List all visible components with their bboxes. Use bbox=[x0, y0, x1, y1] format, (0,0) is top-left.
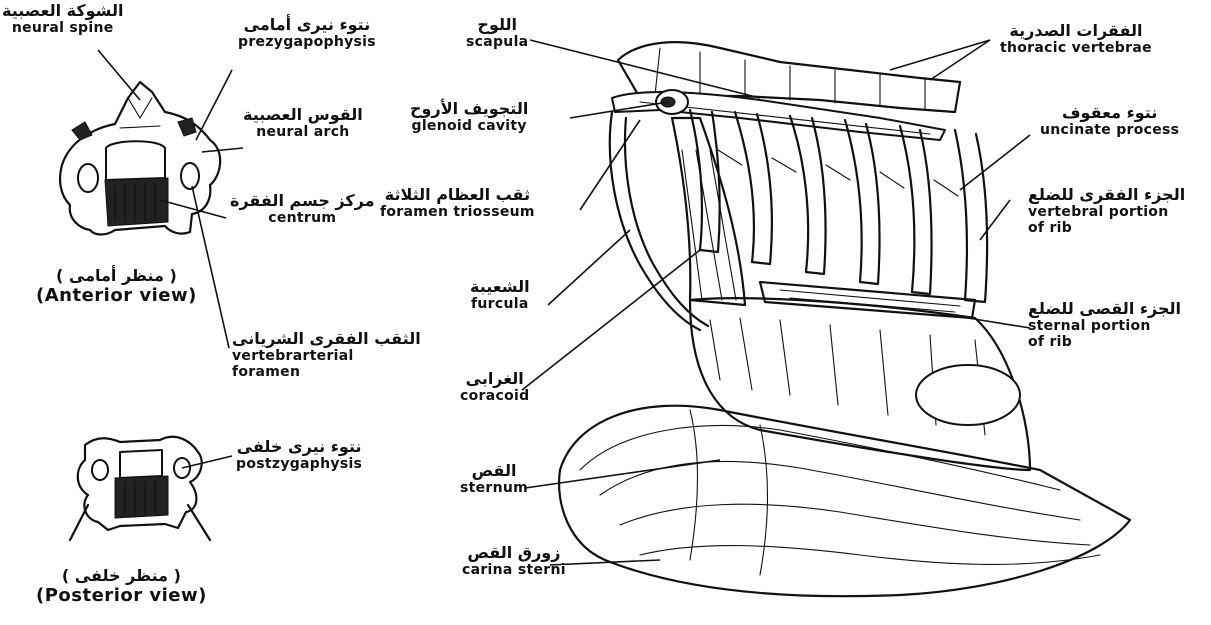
label-glenoid-cavity: التجويف الأروح glenoid cavity bbox=[410, 100, 528, 134]
label-vertebrarterial-foramen: الثقب الفقرى الشريانى vertebrarterial fo… bbox=[232, 330, 421, 381]
leader-vertebrarterial bbox=[192, 186, 229, 348]
leader-sternal-portion bbox=[968, 318, 1030, 328]
leader-lines bbox=[98, 40, 1030, 565]
leader-thoracic-2 bbox=[930, 40, 990, 80]
label-vertebral-portion: الجزء الفقرى للضلع vertebral portion of … bbox=[1028, 186, 1185, 237]
label-neural-spine: الشوكة العصبية neural spine bbox=[2, 2, 123, 36]
caption-posterior-view: ( منظر خلفى ) (Posterior view) bbox=[36, 566, 207, 607]
leader-neural-arch bbox=[202, 148, 243, 152]
leader-sternum bbox=[525, 460, 720, 488]
label-coracoid: الغرابى coracoid bbox=[460, 370, 529, 404]
label-sternal-portion: الجزء القصى للضلع sternal portion of rib bbox=[1028, 300, 1181, 351]
caption-anterior-view: ( منظر أمامى ) (Anterior view) bbox=[36, 266, 197, 307]
label-foramen-triosseum: ثقب العظام الثلاثة foramen triosseum bbox=[380, 186, 535, 220]
label-postzygaphysis: نتوء نيرى خلفى postzygaphysis bbox=[236, 438, 362, 472]
label-scapula: اللوح scapula bbox=[466, 16, 528, 50]
leader-thoracic-1 bbox=[890, 40, 990, 70]
posterior-vertebra-drawing bbox=[70, 437, 210, 540]
label-furcula: الشعيبة furcula bbox=[470, 278, 530, 312]
label-thoracic-vertebrae: الفقرات الصدرية thoracic vertebrae bbox=[1000, 22, 1152, 56]
leader-vertebral-portion bbox=[980, 200, 1010, 240]
leader-centrum bbox=[160, 200, 226, 218]
label-carina-sterni: زورق القص carina sterni bbox=[462, 544, 566, 578]
leader-prezygapophysis bbox=[196, 70, 232, 140]
label-prezygapophysis: نتوء نيرى أمامى prezygapophysis bbox=[238, 16, 376, 50]
anterior-vertebra-drawing bbox=[60, 82, 220, 235]
leader-coracoid bbox=[522, 250, 700, 390]
leader-neural-spine bbox=[98, 50, 140, 100]
leader-furcula bbox=[548, 230, 630, 305]
leader-uncinate bbox=[960, 135, 1030, 190]
label-sternum: القص sternum bbox=[460, 462, 528, 496]
label-uncinate-process: نتوء معقوف uncinate process bbox=[1040, 104, 1179, 138]
label-neural-arch: القوس العصبية neural arch bbox=[243, 106, 363, 140]
label-centrum: مركز جسم الفقرة centrum bbox=[230, 192, 375, 226]
